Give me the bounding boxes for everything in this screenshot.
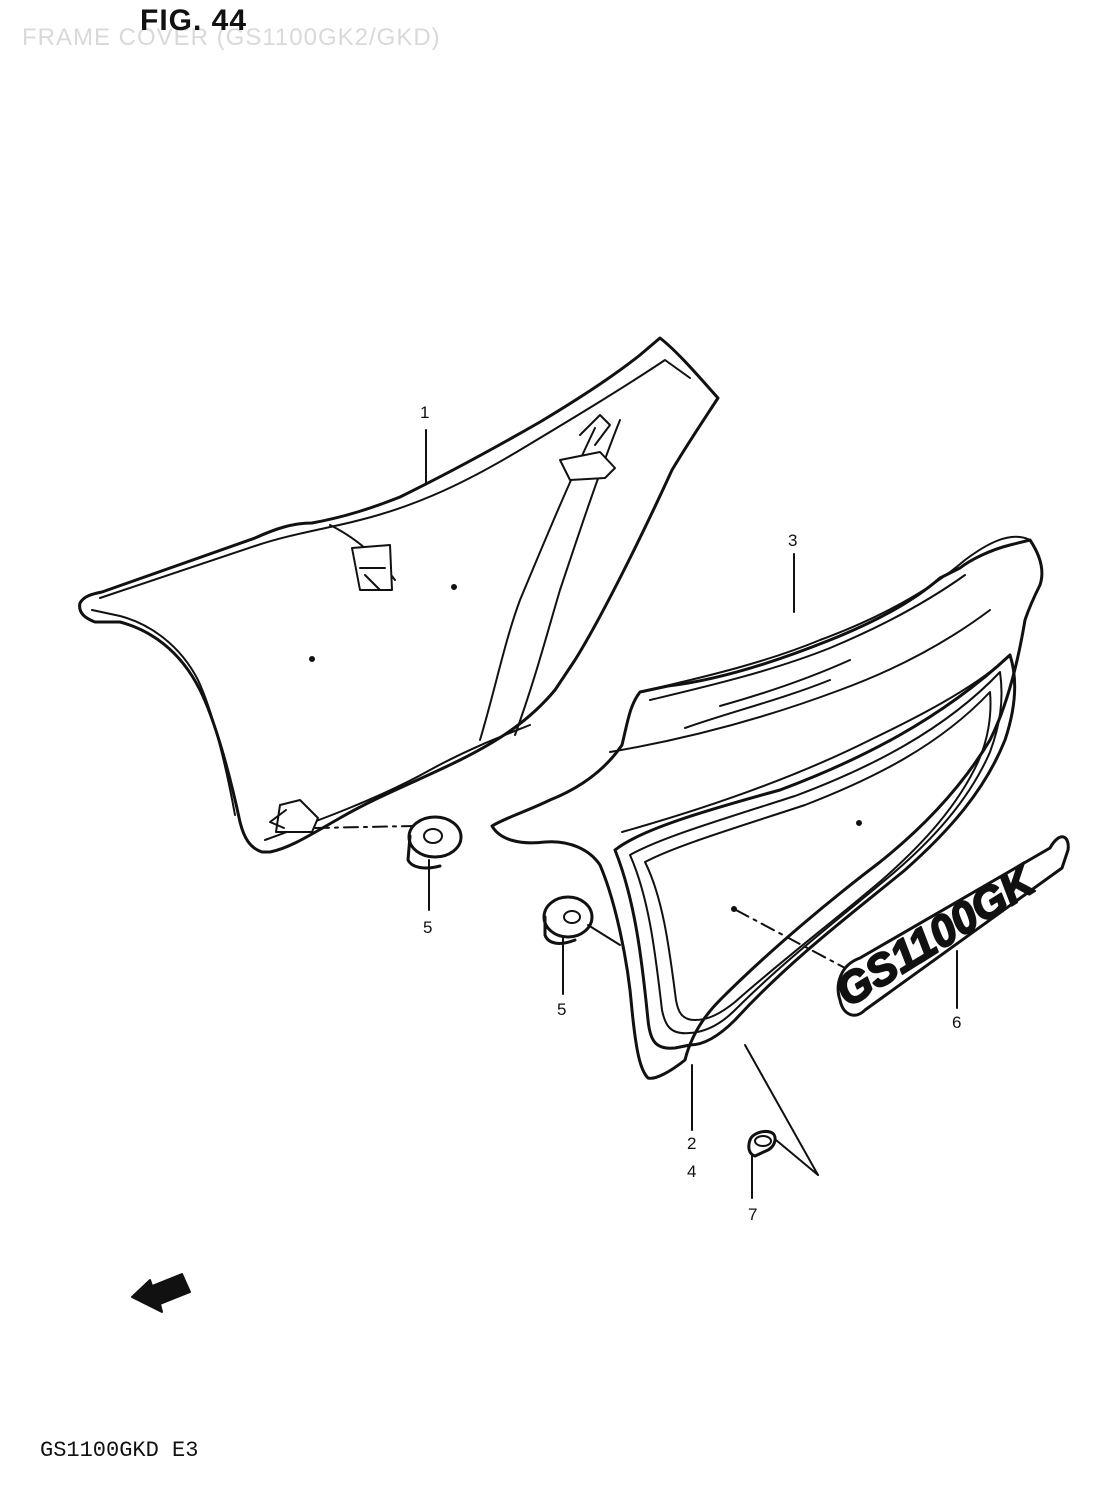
grommet-right — [542, 895, 594, 945]
left-frame-cover — [78, 336, 720, 854]
callout-4: 4 — [687, 1162, 696, 1181]
callout-3: 3 — [788, 531, 797, 550]
figure-subtitle: FRAME COVER (GS1100GK2/GKD) — [22, 24, 441, 51]
model-code-footer: GS1100GKD E3 — [40, 1438, 199, 1463]
callout-7: 7 — [748, 1205, 757, 1224]
callout-6: 6 — [952, 1013, 961, 1032]
right-frame-cover — [490, 535, 1044, 1080]
forward-arrow-icon: FWD — [131, 1273, 191, 1313]
callout-1: 1 — [420, 403, 429, 422]
callout-2: 2 — [687, 1134, 696, 1153]
callout-labels: 1 3 5 5 6 2 4 7 — [420, 403, 961, 1224]
grommet-left — [406, 815, 463, 870]
clip-part-7 — [747, 1130, 777, 1158]
figure-title: FIG. 44 — [140, 4, 248, 37]
callout-5-left: 5 — [423, 918, 432, 937]
callout-5-right: 5 — [557, 1000, 566, 1019]
leader-lines — [314, 429, 958, 1199]
